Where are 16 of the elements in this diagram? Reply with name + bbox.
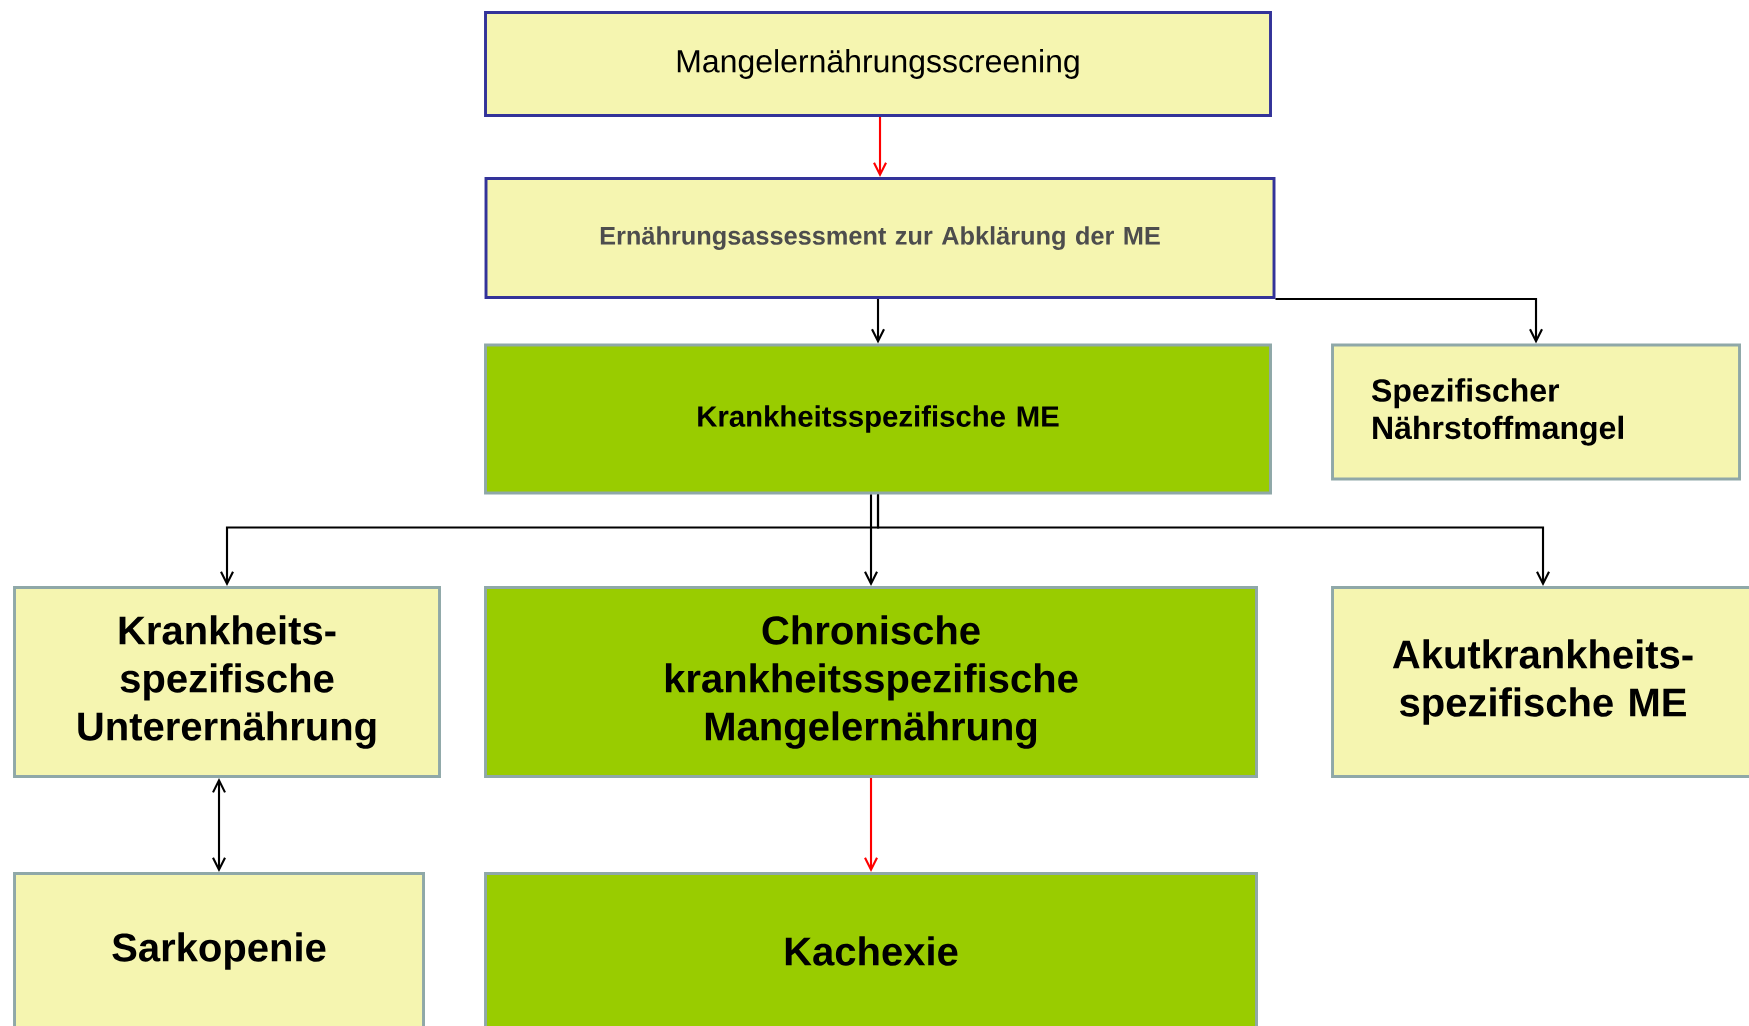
arrow	[864, 778, 878, 873]
process-box: Spezifischer Nährstoffmangel	[1331, 343, 1741, 481]
process-box: Krankheits- spezifische Unterernährung	[13, 586, 441, 778]
arrow	[864, 494, 878, 587]
arrow	[212, 777, 226, 873]
process-box: Krankheitsspezifische ME	[484, 343, 1272, 495]
arrow	[873, 116, 887, 178]
process-box: Sarkopenie	[13, 872, 425, 1026]
arrow	[871, 298, 885, 344]
arrow	[876, 494, 1550, 587]
process-box: Kachexie	[484, 872, 1258, 1026]
process-box: Akutkrankheits- spezifische ME	[1331, 586, 1749, 778]
process-box: Ernährungsassessment zur Abklärung der ME	[484, 177, 1276, 299]
arrow	[1275, 297, 1543, 344]
process-box: Chronische krankheitsspezifische Mangelernährung	[484, 586, 1258, 778]
process-box: Mangelernährungsscreening	[484, 11, 1272, 117]
